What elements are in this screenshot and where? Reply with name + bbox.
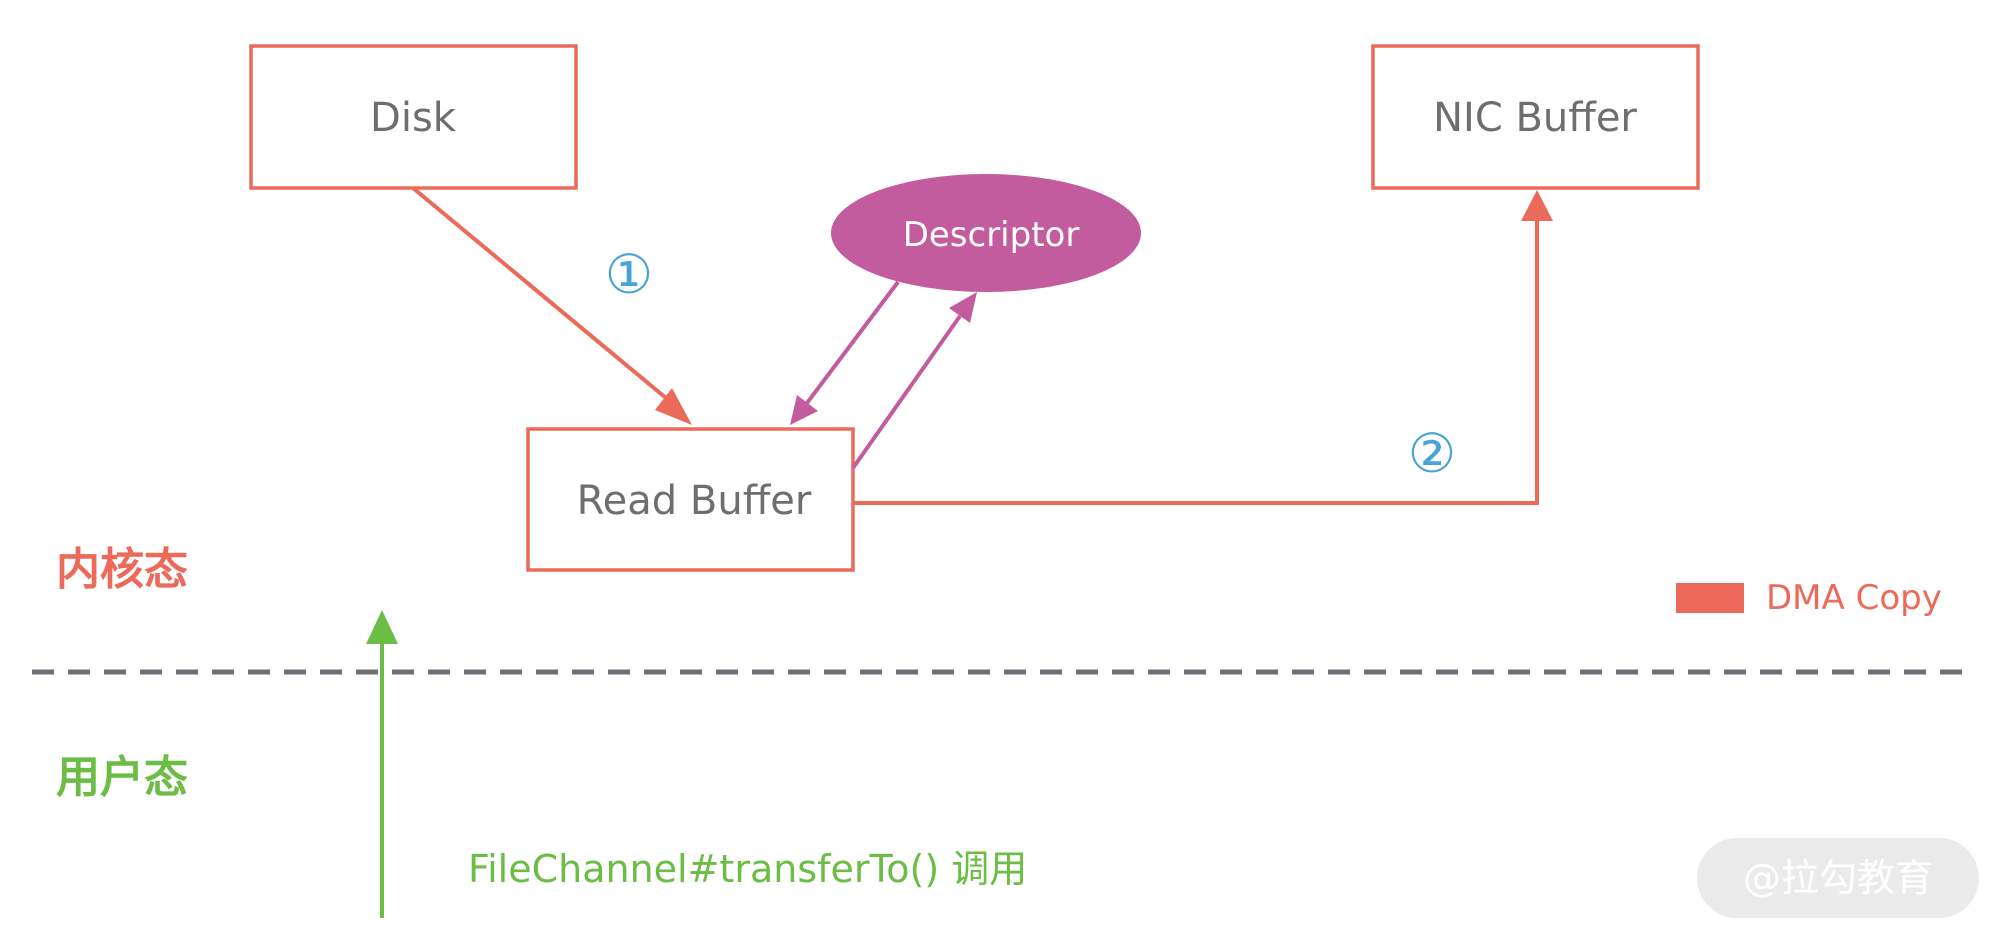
cpu-arrow-descriptor-to-read-buffer: [790, 280, 900, 425]
cpu-arrow-read-buffer-to-descriptor: [851, 292, 977, 470]
user-space-label: 用户态: [56, 752, 188, 803]
legend-swatch-dma: [1676, 583, 1744, 613]
legend-dma-label: DMA Copy: [1766, 578, 1942, 618]
descriptor-label: Descriptor: [903, 215, 1080, 255]
kernel-space-label: 内核态: [56, 544, 188, 595]
read-buffer-box: [526, 427, 855, 572]
arrowhead: [655, 388, 692, 425]
watermark-logo: @拉勾教育: [1697, 838, 1979, 918]
arrowhead: [949, 292, 977, 323]
nic-buffer-label: NIC Buffer: [1433, 95, 1637, 141]
disk-label: Disk: [370, 95, 457, 141]
dma-arrow-disk-to-read-buffer: [411, 186, 692, 425]
read-buffer-node: Read Buffer: [526, 427, 855, 572]
step-1-marker: ①: [605, 243, 653, 306]
disk-node: Disk: [249, 44, 578, 190]
descriptor-ellipse: [831, 174, 1141, 292]
transfer-to-call-label: FileChannel#transferTo() 调用: [468, 847, 1027, 891]
arrowhead: [790, 395, 818, 425]
arrowhead: [1521, 190, 1553, 221]
nic-buffer-node: NIC Buffer: [1371, 44, 1700, 190]
read-buffer-label: Read Buffer: [577, 478, 812, 524]
dma-arrow-read-buffer-to-nic: [853, 190, 1553, 505]
descriptor-node: Descriptor: [831, 174, 1141, 292]
arrowhead: [366, 610, 398, 644]
call-arrow-user-to-kernel: [366, 610, 398, 918]
legend: DMA Copy: [1676, 578, 1942, 618]
nic-buffer-box: [1371, 44, 1700, 190]
step-2-marker: ②: [1408, 422, 1456, 485]
